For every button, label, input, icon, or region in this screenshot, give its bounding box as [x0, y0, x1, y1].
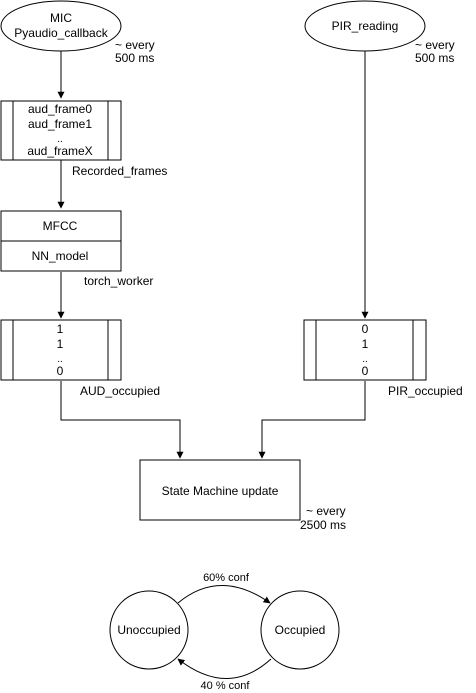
- queue-item: ..: [362, 354, 368, 365]
- unoccupied-label: Unoccupied: [117, 623, 180, 637]
- pir-reading-node: PIR_reading: [304, 0, 426, 52]
- unoccupied-to-occupied-arrow: [177, 585, 271, 604]
- buffer-item: aud_frame0: [28, 102, 92, 116]
- pir-occupied-queue: 0 1 .. 0: [303, 319, 427, 381]
- svg-text:~ every: ~ every: [415, 38, 455, 52]
- recorded-frames-label: Recorded_frames: [72, 164, 167, 178]
- transition-conf-bottom: 40 % conf: [201, 680, 251, 692]
- pir-rate-annotation: ~ every 500 ms: [415, 38, 455, 65]
- occupied-label: Occupied: [275, 623, 326, 637]
- queue-item: 0: [57, 364, 64, 378]
- transition-conf-top: 60% conf: [203, 572, 250, 584]
- aud-occupied-queue: 1 1 .. 0: [0, 319, 122, 381]
- aud-occupied-label: AUD_occupied: [80, 384, 160, 398]
- queue-item: 1: [57, 322, 64, 336]
- audio-frame-buffer: aud_frame0 aud_frame1 .. aud_frameX: [0, 100, 122, 161]
- occupied-state: Occupied: [260, 590, 340, 670]
- buffer-item: aud_frame1: [28, 117, 92, 131]
- mic-node: MIC Pyaudio_callback: [0, 0, 122, 52]
- state-machine-label: State Machine update: [162, 484, 279, 498]
- queue-item: 0: [362, 322, 369, 336]
- svg-text:~ every: ~ every: [115, 38, 155, 52]
- torch-worker-label: torch_worker: [84, 274, 153, 288]
- svg-text:500 ms: 500 ms: [115, 51, 154, 65]
- queue-item: 0: [362, 364, 369, 378]
- state-machine-node: State Machine update: [139, 459, 301, 521]
- sm-rate-annotation: ~ every 2500 ms: [300, 504, 346, 532]
- queue-item: 1: [362, 337, 369, 351]
- mfcc-label: MFCC: [43, 219, 78, 233]
- model-block: MFCC NN_model: [0, 210, 122, 272]
- mic-sublabel: Pyaudio_callback: [14, 26, 108, 40]
- nn-model-label: NN_model: [32, 249, 89, 263]
- queue-item: 1: [57, 337, 64, 351]
- buffer-item: aud_frameX: [27, 144, 92, 158]
- queue-item: ..: [57, 354, 63, 365]
- svg-text:500 ms: 500 ms: [415, 51, 454, 65]
- mic-rate-annotation: ~ every 500 ms: [115, 38, 155, 65]
- pir-occupied-label: PIR_occupied: [388, 384, 463, 398]
- unoccupied-state: Unoccupied: [109, 590, 189, 670]
- aud-queue-to-sm-arrow: [60, 381, 184, 459]
- svg-text:2500 ms: 2500 ms: [300, 518, 346, 532]
- pir-reading-label: PIR_reading: [332, 19, 399, 33]
- occupied-to-unoccupied-arrow: [177, 658, 272, 679]
- mic-label: MIC: [50, 11, 72, 25]
- pir-queue-to-sm-arrow: [258, 381, 366, 459]
- connectors: [57, 51, 369, 459]
- buffer-item: ..: [57, 134, 63, 145]
- svg-text:~ every: ~ every: [306, 504, 346, 518]
